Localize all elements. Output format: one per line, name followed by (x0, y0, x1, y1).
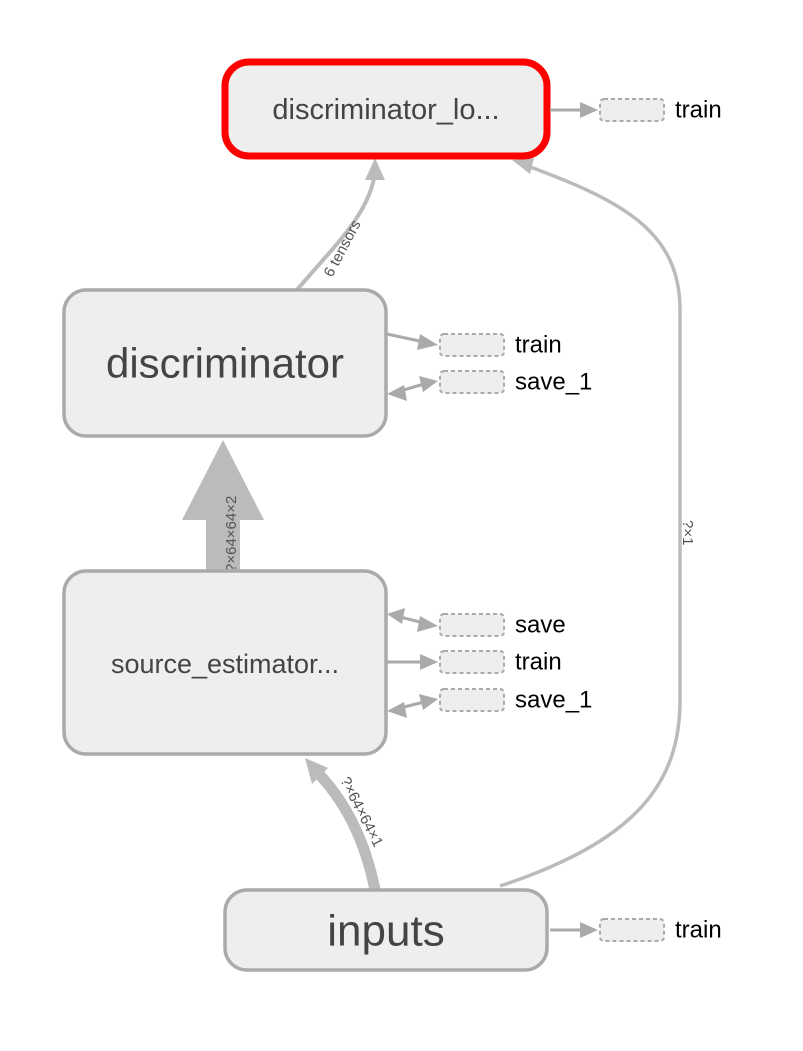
node-label-discriminator: discriminator (106, 340, 344, 387)
aux-discriminator-save-1[interactable]: save_1 (387, 369, 592, 402)
aux-label-discriminator-save-1: save_1 (515, 369, 592, 396)
node-label-inputs: inputs (327, 907, 444, 956)
node-label-discriminator-loss: discriminator_lo... (272, 94, 499, 126)
aux-label-inputs-train: train (675, 917, 722, 944)
node-source-estimator[interactable]: source_estimator... (62, 569, 388, 756)
edge-label-discriminator-to-loss: 6 tensors (321, 217, 365, 279)
edge-label-inputs-to-loss: ?×1 (679, 520, 696, 545)
aux-label-source-estimator-save-1: save_1 (515, 687, 592, 714)
node-discriminator[interactable]: discriminator (62, 288, 388, 438)
edge-label-source-to-discriminator: ?×64×64×2 (223, 496, 240, 572)
node-discriminator-loss[interactable]: discriminator_lo... (221, 58, 551, 160)
aux-label-source-estimator-train: train (515, 649, 562, 676)
aux-inputs-train[interactable]: train (550, 917, 722, 944)
node-inputs[interactable]: inputs (223, 888, 549, 972)
edge-discriminator-to-loss[interactable]: 6 tensors (295, 158, 385, 292)
aux-discriminator-train[interactable]: train (386, 332, 562, 359)
aux-label-source-estimator-save: save (515, 612, 566, 639)
aux-discriminator-loss-train[interactable]: train (550, 97, 722, 124)
aux-label-discriminator-train: train (515, 332, 562, 359)
edge-source-to-discriminator[interactable]: ?×64×64×2 (182, 440, 264, 572)
aux-label-discriminator-loss-train: train (675, 97, 722, 124)
edge-inputs-to-loss[interactable]: ?×1 (499, 158, 696, 888)
aux-source-estimator-save-1[interactable]: save_1 (387, 687, 592, 719)
node-label-source-estimator: source_estimator... (111, 649, 339, 679)
edge-inputs-to-source[interactable]: ?×64×64×1 (305, 758, 386, 892)
aux-source-estimator-train[interactable]: train (387, 649, 562, 676)
aux-source-estimator-save[interactable]: save (387, 608, 566, 639)
